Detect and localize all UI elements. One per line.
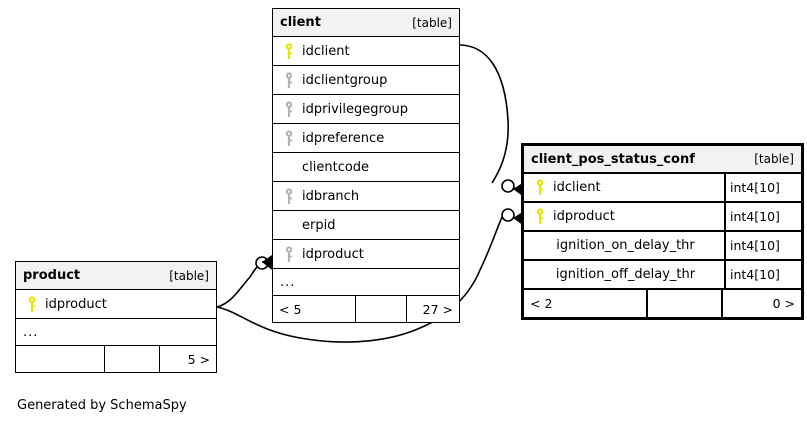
table-client-pos-status-conf-tag: [table] [754, 152, 794, 166]
table-product-footer: 5 > [16, 346, 216, 372]
column-name: idbranch [302, 188, 360, 204]
table-product-tag: [table] [169, 268, 209, 283]
column-row-idclient[interactable]: idclient int4[10] [524, 174, 801, 203]
footer-middle-cell [645, 290, 724, 317]
footer-middle-cell [104, 346, 160, 372]
column-name: idproduct [302, 246, 364, 262]
primary-key-icon [23, 295, 41, 313]
foreign-key-icon [280, 187, 298, 205]
foreign-key-icon [280, 245, 298, 263]
foreign-key-icon [280, 71, 298, 89]
column-name: idclient [302, 43, 350, 59]
table-client-pos-status-conf[interactable]: client_pos_status_conf [table] idclient … [521, 143, 804, 320]
more-columns-indicator: ... [273, 269, 459, 296]
outgoing-relations-count: 0 > [772, 296, 795, 311]
column-name: idproduct [553, 209, 615, 224]
foreign-key-icon [280, 129, 298, 147]
column-name: ignition_on_delay_thr [556, 238, 695, 253]
relationship-client-to-client-pos-status-conf-idclient [458, 44, 524, 197]
primary-key-icon [531, 208, 549, 225]
table-client-title: client [280, 15, 321, 30]
outgoing-relations-count: 27 > [422, 301, 453, 317]
column-row-clientcode[interactable]: clientcode [273, 153, 459, 182]
incoming-relations-count [16, 346, 104, 372]
column-row-idbranch[interactable]: idbranch [273, 182, 459, 211]
column-type: int4[10] [724, 174, 801, 201]
column-row-ignition-on-delay-thr[interactable]: ignition_on_delay_thr int4[10] [524, 232, 801, 261]
column-type: int4[10] [724, 261, 801, 288]
table-client-pos-status-conf-title: client_pos_status_conf [531, 151, 695, 167]
column-name: idpreference [302, 130, 385, 146]
column-name: idclient [553, 180, 601, 195]
table-client-tag: [table] [412, 15, 452, 30]
relationship-product-to-client-idproduct [216, 255, 272, 308]
column-name: idclientgroup [302, 72, 388, 88]
column-name: ignition_off_delay_thr [555, 267, 696, 282]
incoming-relations-count: < 5 [279, 301, 302, 317]
column-row-idproduct[interactable]: idproduct [273, 240, 459, 269]
column-row-idclient[interactable]: idclient [273, 37, 459, 66]
column-row-idproduct[interactable]: idproduct int4[10] [524, 203, 801, 232]
column-name: clientcode [302, 159, 370, 175]
table-client-footer: < 5 27 > [273, 296, 459, 322]
more-columns-indicator: ... [16, 319, 216, 346]
table-product[interactable]: product [table] idproduct ... 5 > [15, 261, 217, 373]
generator-caption: Generated by SchemaSpy [17, 398, 187, 413]
column-row-ignition-off-delay-thr[interactable]: ignition_off_delay_thr int4[10] [524, 261, 801, 290]
column-name: idproduct [45, 296, 107, 312]
primary-key-icon [531, 179, 549, 196]
table-client[interactable]: client [table] idclient [272, 8, 460, 323]
column-row-erpid[interactable]: erpid [273, 211, 459, 240]
column-type: int4[10] [724, 203, 801, 230]
foreign-key-icon [280, 100, 298, 118]
column-row-idclientgroup[interactable]: idclientgroup [273, 66, 459, 95]
column-row-idpreference[interactable]: idpreference [273, 124, 459, 153]
column-row-idprivilegegroup[interactable]: idprivilegegroup [273, 95, 459, 124]
footer-middle-cell [354, 296, 407, 322]
table-client-pos-status-conf-header: client_pos_status_conf [table] [524, 146, 801, 174]
column-name: idprivilegegroup [302, 101, 408, 117]
incoming-relations-count: < 2 [530, 296, 553, 311]
table-product-header: product [table] [16, 262, 216, 290]
table-product-title: product [23, 268, 81, 283]
column-row-idproduct[interactable]: idproduct [16, 290, 216, 319]
table-client-pos-status-conf-footer: < 2 0 > [524, 290, 801, 317]
table-client-header: client [table] [273, 9, 459, 37]
primary-key-icon [280, 42, 298, 60]
column-type: int4[10] [724, 232, 801, 259]
outgoing-relations-count: 5 > [187, 351, 210, 367]
column-name: erpid [302, 217, 336, 233]
